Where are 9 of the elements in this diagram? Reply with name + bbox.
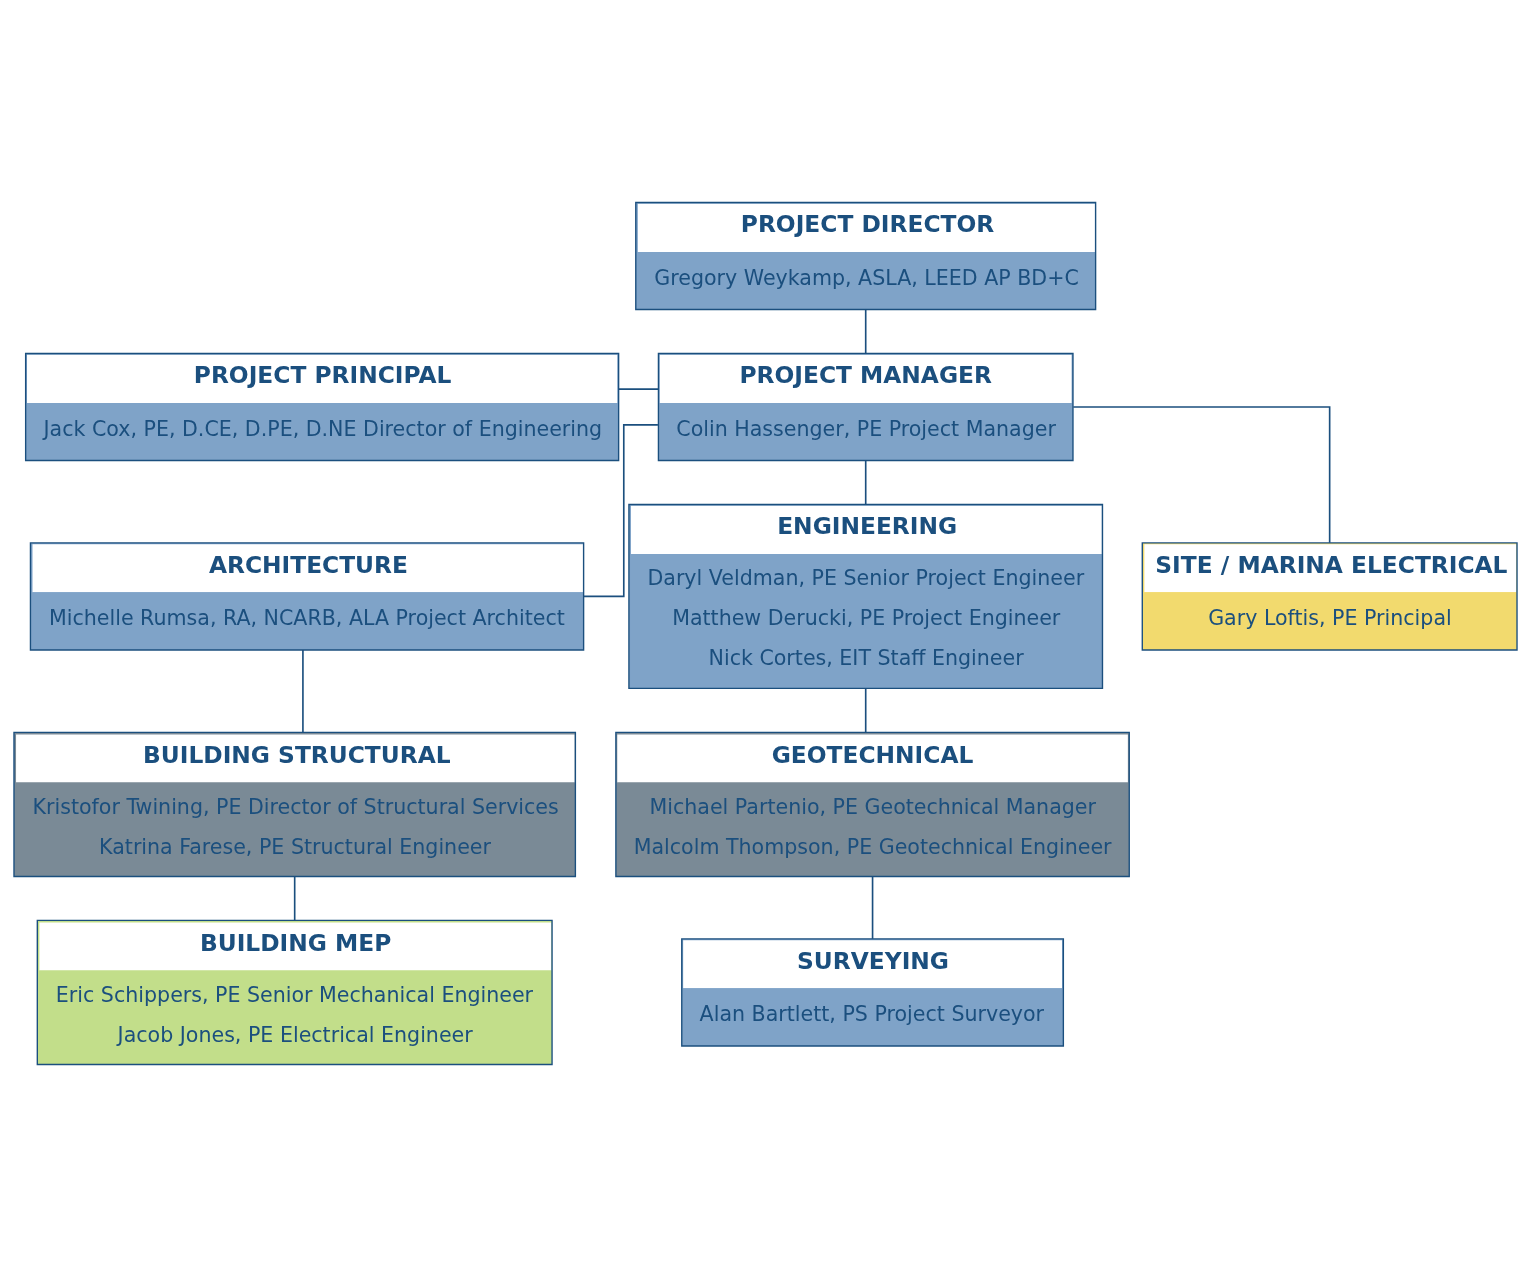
connector: [864, 459, 867, 505]
connector: [864, 308, 867, 354]
connector: [582, 424, 659, 598]
connector: [293, 875, 296, 921]
connector: [1072, 406, 1331, 544]
connector: [618, 388, 660, 390]
connector: [864, 688, 867, 734]
connector: [871, 875, 874, 940]
connector: [302, 649, 304, 734]
